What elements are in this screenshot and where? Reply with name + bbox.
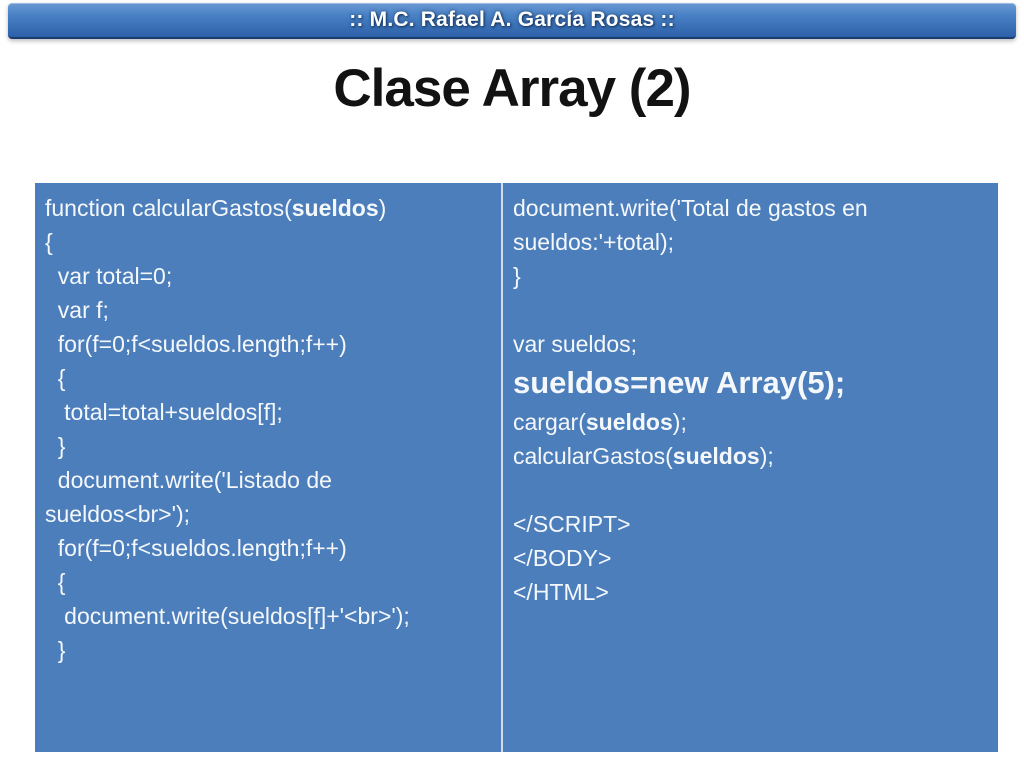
code-line: </SCRIPT> — [513, 507, 988, 541]
code-line: total=total+sueldos[f]; — [45, 395, 491, 429]
code-segment: ); — [759, 443, 774, 469]
code-segment: sueldos=new Array(5); — [513, 365, 846, 400]
code-segment: ); — [672, 409, 687, 435]
code-segment: sueldos<br>'); — [45, 501, 191, 527]
code-segment: var f; — [45, 297, 109, 323]
code-segment — [513, 477, 519, 503]
code-segment: cargar( — [513, 409, 586, 435]
code-line: for(f=0;f<sueldos.length;f++) — [45, 531, 491, 565]
code-segment: sueldos — [585, 409, 673, 435]
code-segment: { — [45, 569, 66, 595]
code-line: sueldos=new Array(5); — [513, 361, 988, 405]
code-segment: document.write('Total de gastos en — [513, 195, 868, 221]
code-line: { — [45, 225, 491, 259]
code-segment: document.write(sueldos[f]+'<br>'); — [45, 603, 410, 629]
code-segment: sueldos:'+total); — [513, 229, 675, 255]
left-code-panel: function calcularGastos(sueldos) { var to… — [35, 183, 501, 752]
code-segment: { — [45, 365, 66, 391]
code-line: } — [45, 429, 491, 463]
code-line: sueldos:'+total); — [513, 225, 988, 259]
code-line: { — [45, 565, 491, 599]
code-segment: total=total+sueldos[f]; — [45, 399, 283, 425]
code-segment: document.write('Listado de — [45, 467, 332, 493]
code-line: var sueldos; — [513, 327, 988, 361]
code-segment: { — [45, 229, 53, 255]
code-line: cargar(sueldos); — [513, 405, 988, 439]
code-line — [513, 293, 988, 327]
code-line: { — [45, 361, 491, 395]
header-banner: :: M.C. Rafael A. García Rosas :: — [8, 3, 1016, 39]
code-segment: sueldos — [291, 195, 379, 221]
code-segment: </SCRIPT> — [513, 511, 631, 537]
code-line: sueldos<br>'); — [45, 497, 491, 531]
code-segment: } — [45, 433, 66, 459]
code-segment: } — [45, 637, 66, 663]
code-line: var total=0; — [45, 259, 491, 293]
code-segment: for(f=0;f<sueldos.length;f++) — [45, 535, 347, 561]
code-line: </BODY> — [513, 541, 988, 575]
code-segment: } — [513, 263, 521, 289]
code-line: calcularGastos(sueldos); — [513, 439, 988, 473]
code-line: document.write('Total de gastos en — [513, 191, 988, 225]
code-line: for(f=0;f<sueldos.length;f++) — [45, 327, 491, 361]
page-title: Clase Array (2) — [333, 59, 691, 118]
code-line: } — [513, 259, 988, 293]
code-line: } — [45, 633, 491, 667]
code-segment: sueldos — [672, 443, 760, 469]
code-segment: var total=0; — [45, 263, 173, 289]
code-segment — [513, 297, 519, 323]
code-line: </HTML> — [513, 575, 988, 609]
code-segment: calcularGastos( — [513, 443, 673, 469]
code-line: var f; — [45, 293, 491, 327]
code-segment: var sueldos; — [513, 331, 638, 357]
code-line: document.write(sueldos[f]+'<br>'); — [45, 599, 491, 633]
code-segment: </BODY> — [513, 545, 612, 571]
code-line: function calcularGastos(sueldos) — [45, 191, 491, 225]
code-line: document.write('Listado de — [45, 463, 491, 497]
banner-title: :: M.C. Rafael A. García Rosas :: — [349, 8, 675, 31]
code-segment: function calcularGastos( — [45, 195, 292, 221]
code-line — [513, 473, 988, 507]
code-segment: </HTML> — [513, 579, 609, 605]
code-segment: for(f=0;f<sueldos.length;f++) — [45, 331, 347, 357]
code-table: function calcularGastos(sueldos){ var to… — [35, 183, 998, 752]
code-segment: ) — [378, 195, 387, 221]
right-code-panel: document.write('Total de gastos en sueldo… — [503, 183, 998, 752]
